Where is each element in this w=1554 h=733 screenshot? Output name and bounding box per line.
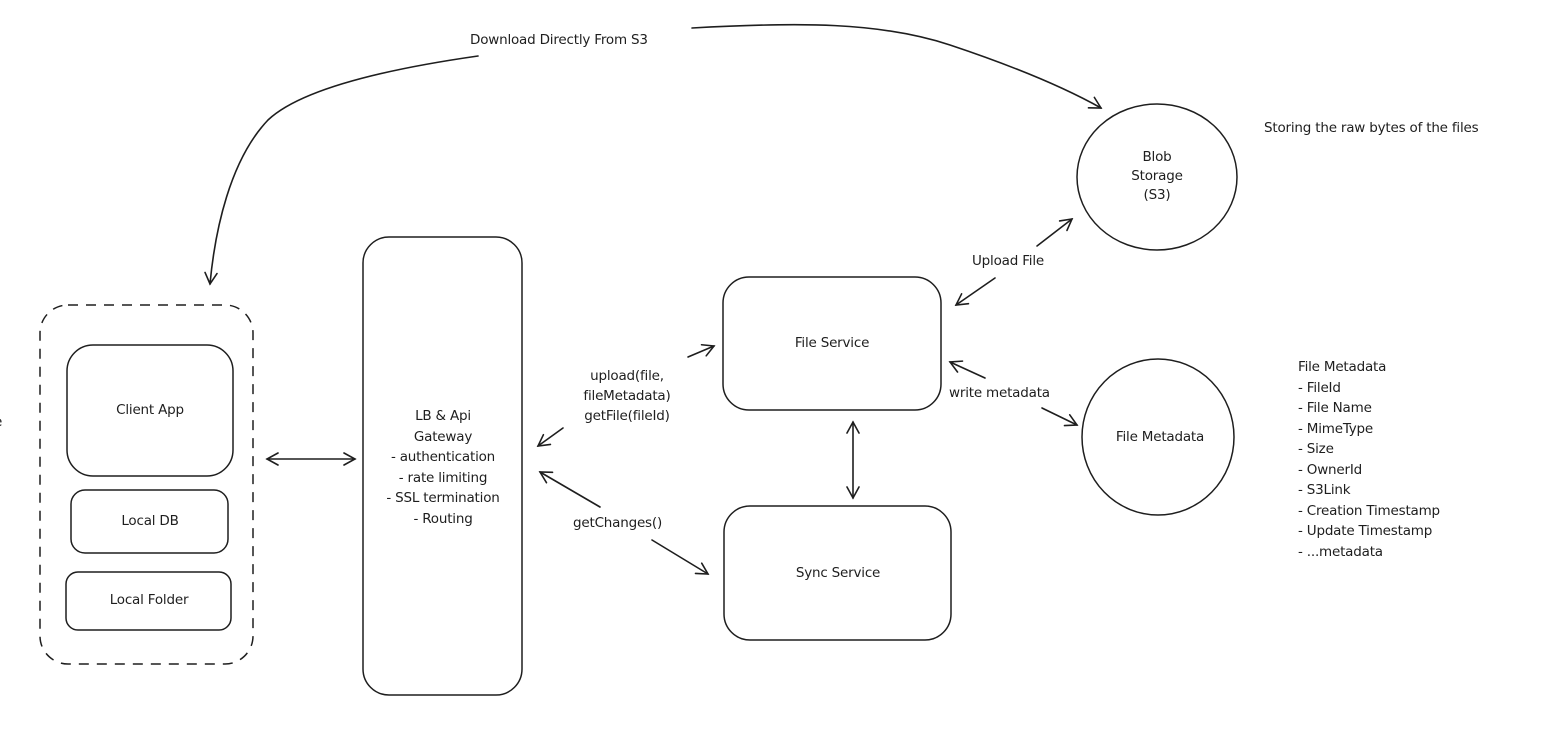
upload-file-edge-label: Upload File	[972, 253, 1044, 269]
blob-storage-node[interactable]	[1076, 103, 1238, 251]
upload-file-arrow-to-service[interactable]	[954, 277, 996, 306]
edge-label-line: getFile(fileId)	[584, 408, 670, 424]
download-arrow-to-client[interactable]	[204, 55, 479, 286]
metadata-field: - FileId	[1298, 379, 1341, 396]
metadata-field: - Creation Timestamp	[1298, 502, 1440, 519]
metadata-field: - Update Timestamp	[1298, 523, 1433, 539]
blob-storage-label-line: (S3)	[1143, 187, 1171, 203]
local-db-node[interactable]	[70, 489, 229, 554]
gateway-label: LB & Api Gateway - authentication - rate…	[386, 406, 499, 529]
file-metadata-node[interactable]	[1081, 358, 1235, 516]
local-db-label: Local DB	[121, 513, 179, 529]
gateway-to-sync-arrow-in[interactable]	[538, 471, 601, 508]
sync-service-label: Sync Service	[795, 565, 881, 581]
sync-service-node[interactable]	[723, 505, 952, 641]
file-service-node[interactable]	[722, 276, 942, 411]
write-metadata-arrow-to-service[interactable]	[948, 360, 986, 379]
gateway-to-file-service-arrow-out[interactable]	[687, 343, 716, 358]
file-metadata-db-label: File Metadata	[1115, 429, 1205, 445]
edge-label-line: upload(file,	[590, 368, 664, 384]
upload-file-arrow-to-blob[interactable]	[1036, 217, 1074, 247]
metadata-field: - OwnerId	[1298, 461, 1362, 478]
metadata-field: - File Name	[1298, 400, 1372, 416]
metadata-schema-note: File Metadata - FileId - File Name - Mim…	[1298, 357, 1440, 562]
gateway-label-line: - authentication	[390, 449, 496, 465]
blob-storage-label-line: Blob	[1142, 149, 1172, 165]
gateway-label-line: Gateway	[413, 428, 473, 445]
client-app-node[interactable]	[66, 344, 234, 477]
clipped-edge-text: e	[0, 412, 2, 432]
metadata-field: - ...metadata	[1298, 543, 1383, 560]
blob-storage-note: Storing the raw bytes of the files	[1264, 120, 1479, 136]
edge-label-line: fileMetadata)	[583, 388, 671, 404]
metadata-schema-title: File Metadata	[1298, 359, 1387, 375]
client-app-label: Client App	[116, 402, 184, 418]
blob-storage-label: Blob Storage (S3)	[1131, 148, 1183, 205]
get-changes-edge-label: getChanges()	[573, 515, 663, 531]
gateway-file-service-edge-label: upload(file, fileMetadata) getFile(fileI…	[583, 366, 670, 426]
client-group-container[interactable]	[39, 304, 254, 665]
gateway-to-sync-arrow-out[interactable]	[651, 539, 710, 575]
gateway-label-line: - rate limiting	[398, 469, 488, 486]
write-metadata-arrow-to-db[interactable]	[1041, 407, 1079, 427]
blob-storage-label-line: Storage	[1131, 168, 1183, 184]
metadata-field: - S3Link	[1298, 482, 1351, 498]
metadata-field: - MimeType	[1298, 420, 1374, 437]
file-service-label: File Service	[794, 335, 870, 351]
gateway-to-file-service-arrow-in[interactable]	[536, 427, 564, 447]
local-folder-node[interactable]	[65, 571, 232, 631]
local-folder-label: Local Folder	[109, 592, 189, 608]
write-metadata-edge-label: write metadata	[949, 385, 1050, 401]
gateway-node[interactable]	[362, 236, 523, 696]
metadata-field: - Size	[1298, 441, 1334, 457]
download-edge-label: Download Directly From S3	[470, 32, 648, 48]
gateway-label-line: LB & Api	[415, 408, 471, 424]
gateway-label-line: - SSL termination	[386, 490, 500, 506]
gateway-label-line: - Routing	[413, 510, 473, 527]
download-arrow-to-blob[interactable]	[691, 23, 1103, 109]
